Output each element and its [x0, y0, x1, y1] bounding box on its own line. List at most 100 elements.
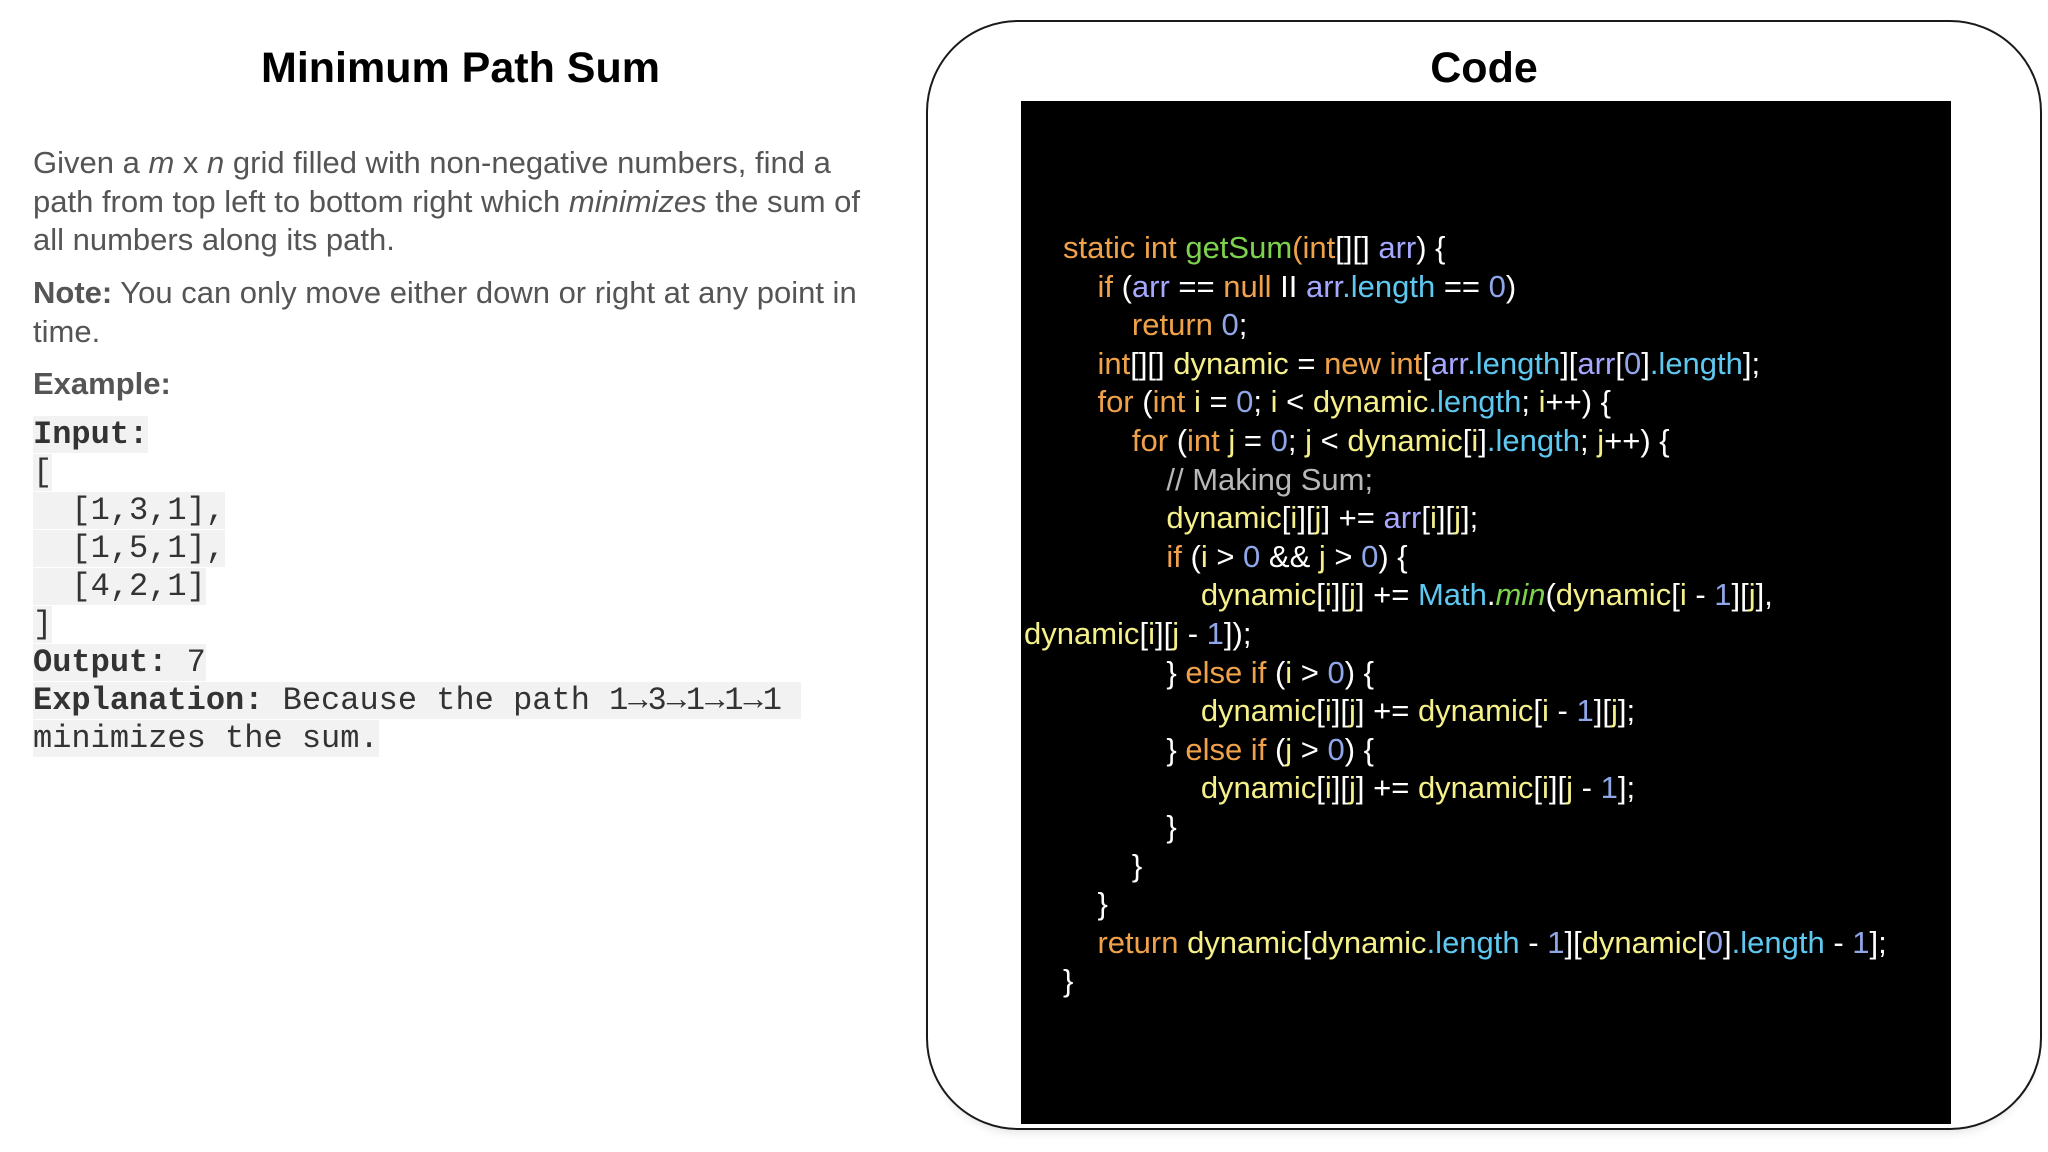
- code-token: 1: [1576, 693, 1594, 729]
- code-token: [1063, 770, 1201, 805]
- problem-description: Given a m x n grid filled with non-negat…: [33, 145, 861, 257]
- code-token: .length: [1649, 345, 1743, 381]
- code-token: j: [1318, 538, 1326, 574]
- code-token: ][: [1731, 577, 1749, 613]
- code-token: if: [1166, 538, 1191, 574]
- code-token: (: [1274, 731, 1286, 767]
- code-token: [: [1316, 693, 1325, 729]
- code-token: j: [1349, 770, 1356, 806]
- code-token: 1: [1852, 924, 1870, 960]
- code-token: >: [1207, 538, 1244, 574]
- code-token: -: [1548, 693, 1577, 729]
- code-token: =: [1235, 422, 1271, 458]
- code-token: [: [1462, 422, 1472, 458]
- code-token: j: [1748, 577, 1756, 613]
- code-token: i: [1679, 577, 1687, 613]
- output-line: Output: 7: [33, 644, 206, 681]
- code-token: ) {: [1378, 538, 1408, 574]
- explanation-line: Explanation: Because the path 1→3→1→1→1: [33, 682, 802, 719]
- code-token: .length: [1731, 924, 1825, 960]
- code-token: [][]: [1335, 230, 1379, 265]
- code-token: return: [1131, 307, 1222, 343]
- code-token: -: [1573, 770, 1601, 806]
- code-token: return: [1097, 924, 1188, 960]
- code-token: (: [1121, 268, 1132, 304]
- code-line: return dynamic[dynamic.length - 1][dynam…: [1021, 924, 1951, 963]
- code-token: j: [1349, 577, 1356, 613]
- code-token: i: [1542, 770, 1549, 806]
- code-token: [: [1533, 770, 1542, 806]
- code-token: ];: [1617, 693, 1636, 729]
- code-token: else if: [1185, 731, 1275, 767]
- code-token: ++) {: [1545, 384, 1612, 420]
- code-token: dynamic: [1200, 693, 1317, 729]
- code-token: ) {: [1416, 230, 1446, 265]
- code-token: [: [1281, 500, 1291, 536]
- code-token: (: [1545, 577, 1556, 613]
- code-line: for (int i = 0; i < dynamic.length; i++)…: [1021, 383, 1951, 422]
- code-token: ) {: [1344, 731, 1375, 767]
- code-token: [][]: [1130, 345, 1174, 381]
- code-token: 1: [1206, 615, 1224, 651]
- code-token: dynamic: [1417, 770, 1534, 806]
- code-token: dynamic: [1200, 577, 1317, 613]
- code-token: ][: [1548, 770, 1567, 806]
- code-token: >: [1292, 731, 1328, 767]
- code-token: [: [1302, 924, 1312, 960]
- code-token: i: [1538, 384, 1546, 420]
- code-token: 0: [1361, 538, 1379, 574]
- code-token: dynamic: [1024, 615, 1140, 651]
- code-token: [1063, 539, 1166, 574]
- code-token: -: [1179, 615, 1207, 651]
- input-line: [1,3,1],: [33, 492, 226, 529]
- code-token: arr: [1131, 268, 1170, 304]
- code-token: ][: [1331, 770, 1349, 806]
- code-token: j: [1314, 500, 1322, 536]
- code-token: .: [1486, 577, 1496, 613]
- code-token: [: [1316, 577, 1325, 613]
- code-lines: static int getSum(int[][] arr) { if (arr…: [1021, 229, 1951, 1001]
- code-line: return 0;: [1021, 306, 1951, 345]
- code-token: [1063, 925, 1097, 960]
- code-token: ][: [1564, 924, 1582, 960]
- code-token: ): [1505, 268, 1517, 304]
- code-token: ] +=: [1355, 770, 1418, 806]
- code-token: 0: [1705, 924, 1723, 960]
- code-token: ] +=: [1355, 577, 1418, 613]
- code-token: 0: [1623, 345, 1642, 381]
- code-token: 1: [1547, 924, 1565, 960]
- code-token: null: [1223, 268, 1272, 304]
- code-token: int: [1152, 384, 1194, 420]
- code-token: (: [1274, 654, 1286, 690]
- code-panel-title: Code: [1430, 44, 1538, 92]
- code-token: j: [1349, 693, 1356, 729]
- code-token: .length: [1486, 422, 1580, 458]
- code-token: dynamic: [1173, 345, 1289, 381]
- example-label: Example:: [33, 366, 171, 401]
- code-token: [1063, 384, 1097, 419]
- code-line: dynamic[i][j] += dynamic[i - 1][j];: [1021, 692, 1951, 731]
- code-token: ],: [1755, 577, 1773, 613]
- code-panel-frame: [926, 20, 2042, 1130]
- code-token: ]);: [1223, 615, 1252, 651]
- code-token: int: [1097, 345, 1131, 381]
- code-token: ][: [1331, 577, 1349, 613]
- code-token: i: [1430, 500, 1437, 536]
- code-token: [1063, 307, 1132, 342]
- code-token: i: [1285, 654, 1293, 690]
- code-token: [1063, 269, 1097, 304]
- code-token: i: [1324, 770, 1332, 806]
- note-label: Note:: [33, 275, 113, 310]
- code-token: ][: [1560, 345, 1578, 381]
- code-token: j: [1454, 500, 1462, 536]
- code-token: [1063, 577, 1201, 612]
- code-token: dynamic: [1312, 384, 1429, 420]
- code-token: i: [1270, 384, 1278, 420]
- input-line: [: [33, 454, 53, 491]
- code-token: ];: [1461, 500, 1479, 536]
- code-token: [1063, 500, 1166, 535]
- code-token: ;: [1521, 384, 1539, 420]
- code-token: [: [1671, 577, 1680, 613]
- code-token: dynamic: [1166, 500, 1282, 536]
- code-token: dynamic: [1200, 770, 1317, 806]
